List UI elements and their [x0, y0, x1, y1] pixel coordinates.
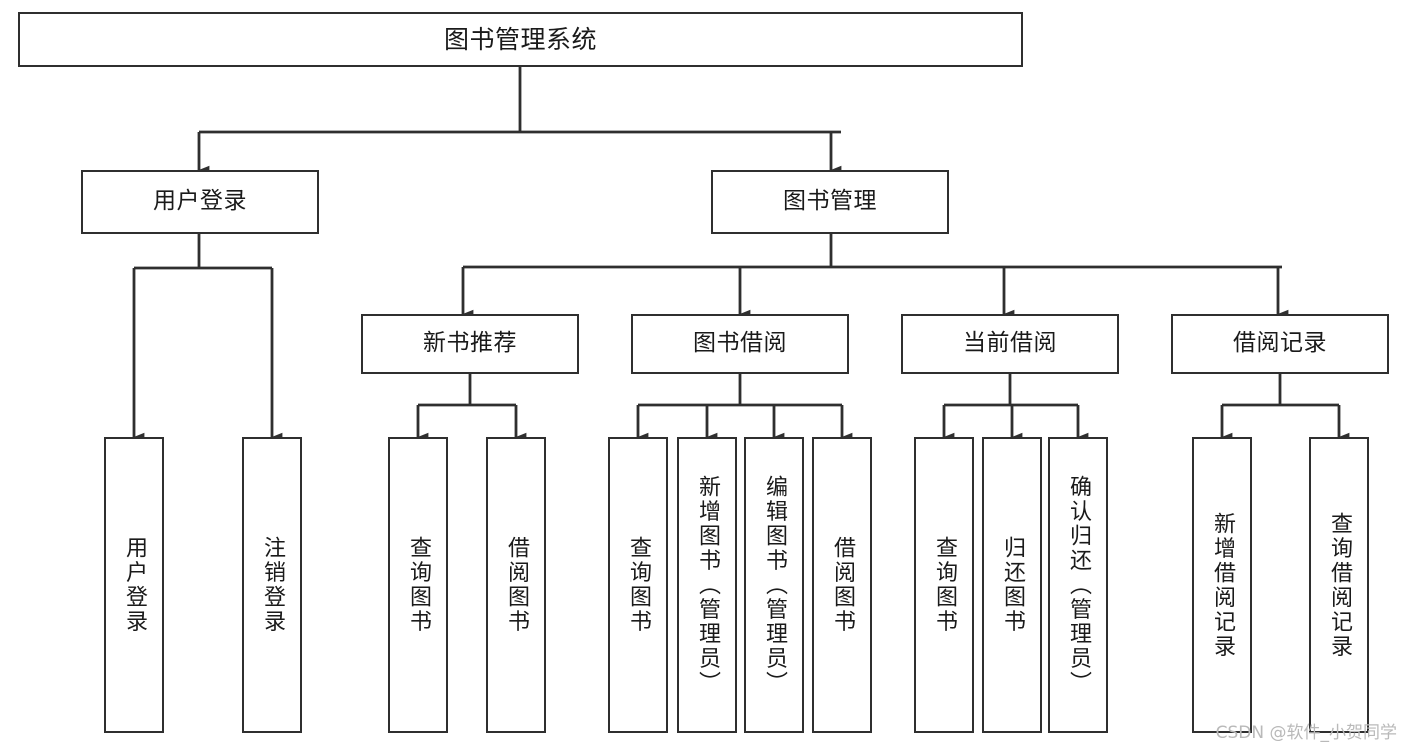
node-leaf-add-record[interactable]: 新增借阅记录	[1192, 437, 1252, 733]
node-leaf-query-record[interactable]: 查询借阅记录	[1309, 437, 1369, 733]
node-leaf-query-book-2-label: 查询图书	[626, 536, 651, 634]
node-new-book-recommend[interactable]: 新书推荐	[361, 314, 579, 374]
node-leaf-add-book-label: 新增图书（管理员）	[695, 474, 720, 696]
node-leaf-query-book-3-label: 查询图书	[932, 536, 957, 634]
node-leaf-query-book-3[interactable]: 查询图书	[914, 437, 974, 733]
node-book-manage[interactable]: 图书管理	[711, 170, 949, 234]
node-leaf-logout-label: 注销登录	[260, 536, 285, 634]
node-leaf-borrow-book-1[interactable]: 借阅图书	[486, 437, 546, 733]
watermark-text: CSDN @软件_小贺同学	[1215, 723, 1397, 743]
node-leaf-user-login[interactable]: 用户登录	[104, 437, 164, 733]
node-leaf-logout[interactable]: 注销登录	[242, 437, 302, 733]
node-leaf-query-record-label: 查询借阅记录	[1327, 511, 1352, 659]
node-book-borrow-label: 图书借阅	[693, 330, 787, 357]
node-book-manage-label: 图书管理	[783, 188, 877, 215]
node-current-borrow-label: 当前借阅	[963, 330, 1057, 357]
node-root-label: 图书管理系统	[443, 24, 597, 54]
node-leaf-query-book-1-label: 查询图书	[406, 536, 431, 634]
node-borrow-record-label: 借阅记录	[1233, 330, 1327, 357]
node-leaf-return-book-label: 归还图书	[1000, 536, 1025, 634]
node-borrow-record[interactable]: 借阅记录	[1171, 314, 1389, 374]
node-leaf-borrow-book-2[interactable]: 借阅图书	[812, 437, 872, 733]
node-leaf-borrow-book-1-label: 借阅图书	[504, 536, 529, 634]
node-user-login-label: 用户登录	[153, 188, 247, 215]
node-leaf-return-book[interactable]: 归还图书	[982, 437, 1042, 733]
node-leaf-query-book-2[interactable]: 查询图书	[608, 437, 668, 733]
node-root[interactable]: 图书管理系统	[18, 12, 1023, 67]
node-leaf-query-book-1[interactable]: 查询图书	[388, 437, 448, 733]
node-leaf-add-book[interactable]: 新增图书（管理员）	[677, 437, 737, 733]
node-leaf-edit-book-label: 编辑图书（管理员）	[762, 474, 787, 696]
node-new-book-recommend-label: 新书推荐	[423, 330, 517, 357]
node-leaf-confirm-return-label: 确认归还（管理员）	[1066, 474, 1091, 696]
node-leaf-confirm-return[interactable]: 确认归还（管理员）	[1048, 437, 1108, 733]
node-user-login[interactable]: 用户登录	[81, 170, 319, 234]
node-leaf-borrow-book-2-label: 借阅图书	[830, 536, 855, 634]
node-book-borrow[interactable]: 图书借阅	[631, 314, 849, 374]
node-leaf-add-record-label: 新增借阅记录	[1210, 511, 1235, 659]
node-current-borrow[interactable]: 当前借阅	[901, 314, 1119, 374]
node-leaf-edit-book[interactable]: 编辑图书（管理员）	[744, 437, 804, 733]
node-leaf-user-login-label: 用户登录	[122, 536, 147, 634]
